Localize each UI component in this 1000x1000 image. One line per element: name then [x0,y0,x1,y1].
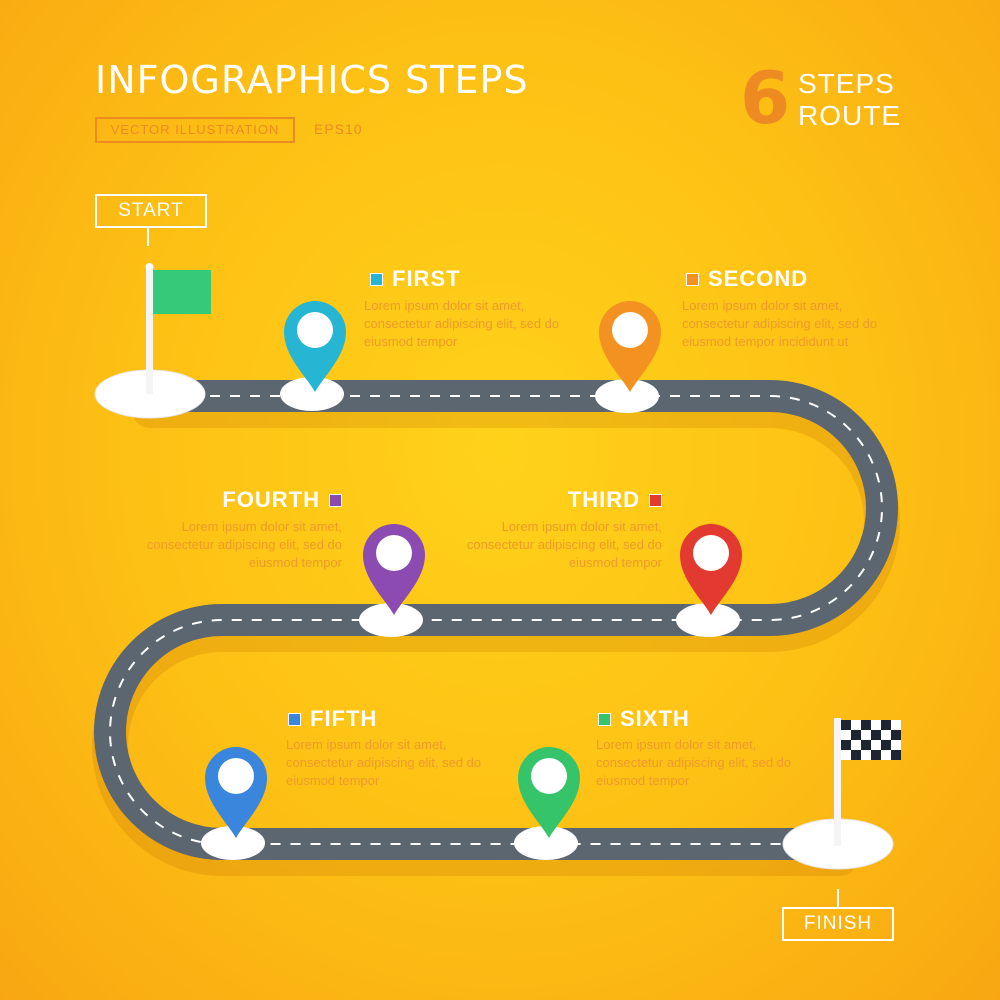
step-second-heading: SECOND [686,266,808,292]
page-title: INFOGRAPHICS STEPS [95,58,529,102]
step-fourth-description: Lorem ipsum dolor sit amet, consectetur … [146,519,342,570]
pin-second [595,301,661,413]
steps-label: STEPS [798,68,895,99]
route-label: ROUTE [798,100,901,131]
finish-flag-check [861,740,871,750]
steps-count: 6 [740,56,791,140]
format-label: EPS10 [314,121,363,137]
step-third-title: THIRD [567,487,640,512]
step-fourth-title: FOURTH [222,487,320,512]
start-label: START [95,194,207,228]
step-third-description: Lorem ipsum dolor sit amet, consectetur … [466,519,662,570]
step-fifth-description: Lorem ipsum dolor sit amet, consectetur … [286,737,482,788]
finish-flag-check [881,740,891,750]
step-sixth-title: SIXTH [620,706,690,731]
step-sixth-swatch [598,712,611,726]
step-fourth-heading: FOURTH [222,487,342,513]
finish-flag-check [871,730,881,740]
finish-flag-check [881,730,891,740]
finish-flag-check [891,720,901,730]
pin-sixth [514,747,580,860]
finish-flag-check [841,730,851,740]
pin-first-base [280,377,344,411]
finish-flag [782,718,901,870]
finish-flag-check [841,740,851,750]
finish-flag-check [871,720,881,730]
finish-flag-check [881,750,891,760]
finish-flag-check [851,720,861,730]
pin-third [676,524,742,637]
pin-third-base [676,603,740,637]
step-fifth-heading: FIFTH [288,706,377,732]
start-flag-cloth [153,270,211,314]
pin-fifth-base [201,826,265,860]
step-fifth-title: FIFTH [310,706,378,731]
step-first-description: Lorem ipsum dolor sit amet, consectetur … [364,298,560,349]
pin-first [280,301,346,411]
finish-flag-check [871,740,881,750]
finish-label: FINISH [782,907,894,941]
finish-flag-check [891,730,901,740]
step-third-heading: THIRD [568,487,662,513]
step-fifth-swatch [288,712,301,726]
finish-flag-check [851,740,861,750]
subtitle-badge: VECTOR ILLUSTRATION [95,117,295,143]
finish-flag-check [861,750,871,760]
step-first-title: FIRST [392,266,461,291]
finish-flag-check [841,750,851,760]
pin-second-base [595,379,659,413]
finish-flag-check [851,730,861,740]
finish-flag-check [841,720,851,730]
step-first-swatch [370,272,383,286]
start-flag [94,263,211,419]
step-second-description: Lorem ipsum dolor sit amet, consectetur … [682,298,878,349]
step-second-swatch [686,272,699,286]
finish-flag-check [861,720,871,730]
step-fourth-swatch [329,493,342,507]
step-third-swatch [649,493,662,507]
start-flag-pole [146,266,153,394]
pin-fourth-base [359,603,423,637]
step-first-heading: FIRST [370,266,461,292]
finish-flag-check [891,740,901,750]
finish-flag-check [871,750,881,760]
step-second-title: SECOND [708,266,809,291]
finish-flag-check [881,720,891,730]
pin-sixth-base [514,826,578,860]
finish-flag-cloth [841,720,901,760]
finish-flag-pole [834,718,841,846]
pin-fourth [359,524,425,637]
pin-fifth [201,746,268,860]
step-sixth-description: Lorem ipsum dolor sit amet, consectetur … [596,737,792,788]
finish-flag-check [891,750,901,760]
finish-flag-check [861,730,871,740]
road-center-line [109,395,883,845]
finish-flag-check [851,750,861,760]
step-sixth-heading: SIXTH [598,706,690,732]
